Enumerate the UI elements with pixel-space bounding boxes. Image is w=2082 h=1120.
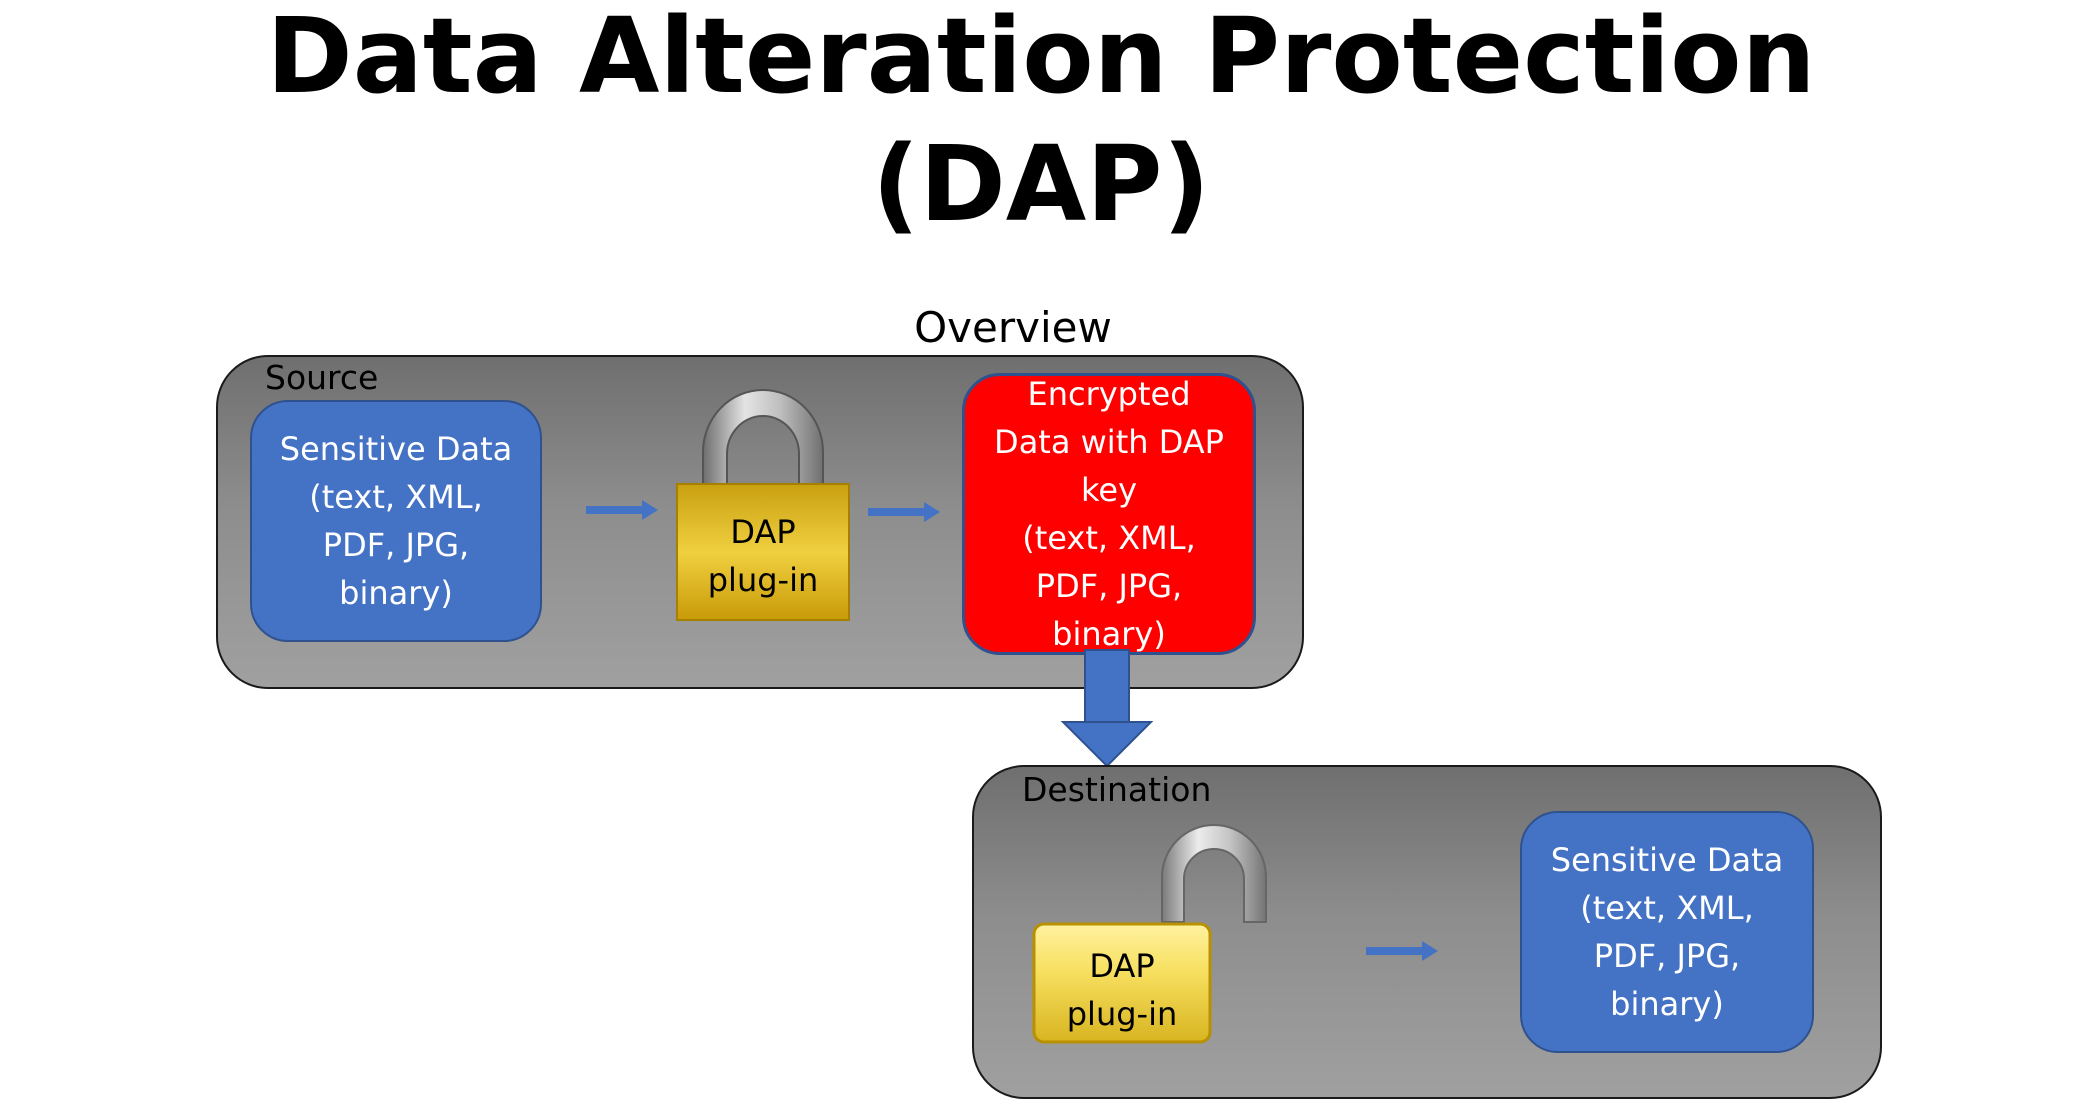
arrow-right-icon bbox=[586, 500, 658, 520]
encrypted-data-box: Encrypted Data with DAP key (text, XML, … bbox=[962, 373, 1256, 655]
page-title-line2: (DAP) bbox=[871, 123, 1211, 245]
arrow-down-icon bbox=[1060, 649, 1154, 768]
destination-sensitive-data-box: Sensitive Data (text, XML, PDF, JPG, bin… bbox=[1520, 811, 1814, 1053]
arrow-right-icon bbox=[868, 502, 940, 522]
source-lock-label: DAP plug-in bbox=[707, 513, 819, 599]
source-label: Source bbox=[265, 358, 379, 397]
padlock-open-icon bbox=[1032, 824, 1267, 1044]
padlock-closed-icon bbox=[676, 389, 850, 621]
source-sensitive-data-box: Sensitive Data (text, XML, PDF, JPG, bin… bbox=[250, 400, 542, 642]
overview-subtitle: Overview bbox=[914, 303, 1112, 352]
destination-lock-label: DAP plug-in bbox=[1066, 947, 1178, 1033]
page-title-line1: Data Alteration Protection bbox=[266, 0, 1816, 117]
arrow-right-icon bbox=[1366, 941, 1438, 961]
page-title: Data Alteration Protection (DAP) bbox=[0, 0, 2082, 248]
destination-label: Destination bbox=[1022, 770, 1212, 809]
